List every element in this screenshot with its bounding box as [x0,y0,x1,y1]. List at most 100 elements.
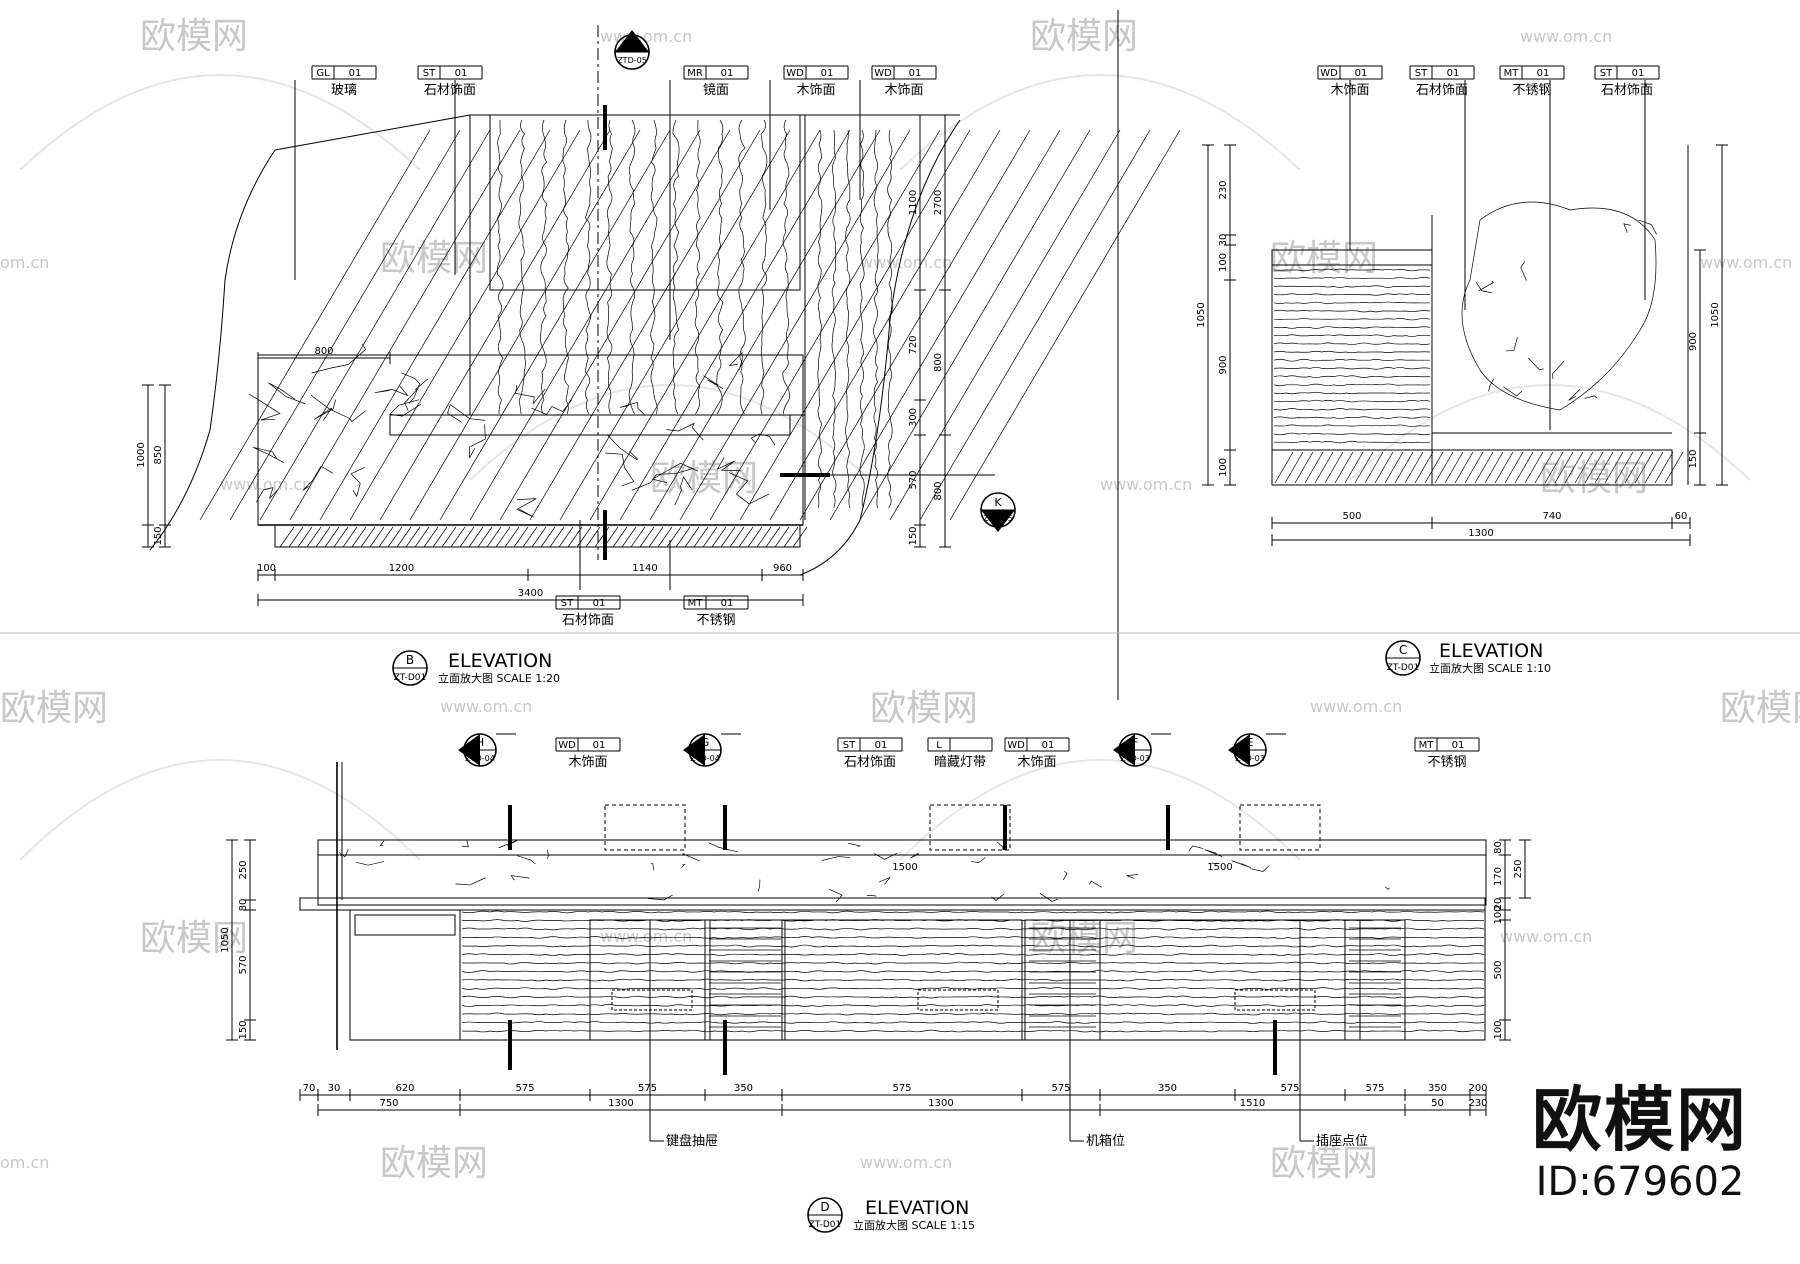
section-marker-k: K ZTD-05 [981,493,1015,532]
marble-vein [380,841,384,846]
wood-grain-line [1274,335,1430,337]
callout-text: 机箱位 [1086,1133,1125,1149]
marble-vein [682,864,685,867]
stone-vein [1506,337,1517,351]
watermark-logo: 欧模网 [0,688,108,729]
wood-cabinet [1272,250,1432,450]
dim-bottom-label: 575 [1280,1083,1299,1094]
tag-label: 石材饰面 [562,613,614,628]
section-marker-letter: E [1247,736,1254,749]
inner-dim-label: 1500 [1207,862,1232,873]
plinth-hatch-line [1485,452,1503,483]
dim-bottom-label: 70 [303,1083,316,1094]
dim-bottom-label: 1140 [632,563,657,574]
dim-right-outer-label: 1050 [1710,302,1721,327]
dim-bottom-label: 620 [395,1083,414,1094]
section-marker-letter: H [476,736,484,749]
dim-bottom-total-label: 1510 [1240,1098,1265,1109]
stone-vein [1553,361,1564,379]
tag-number: 01 [455,68,468,79]
dim-bottom-total-label: 230 [1468,1098,1487,1109]
tag-code: ST [843,740,856,751]
plinth-hatch-line [496,527,510,547]
marble-vein [992,894,1004,900]
section-marker-sheet: ZTD-05 [617,56,647,65]
plinth-hatch-line [712,527,726,547]
plinth-hatch-line [1475,452,1493,483]
tag-code: GL [316,68,330,79]
plinth-hatch-line [1405,452,1423,483]
hatch-line [410,130,640,520]
tag-number: 01 [721,68,734,79]
marble-vein [822,857,850,861]
wood-grain-pattern [497,120,892,508]
dim-left-outer-label: 1050 [1196,302,1207,327]
plinth-hatch-line [1435,452,1453,483]
tag-number: 01 [821,68,834,79]
dim-right-inner-label: 150 [908,526,919,545]
wood-grain-line [462,962,1484,964]
plinth-hatch-line [1295,452,1313,483]
tag-code: WD [1320,68,1338,79]
wood-cabinet-inner [1272,265,1432,450]
watermark-logo: 欧模网 [1030,16,1138,57]
stone-texture-outline [1462,202,1656,410]
view-subtitle: 立面放大图 SCALE 1:20 [438,671,560,685]
section-marker-letter: J [629,38,633,51]
dim-bottom-label: 100 [257,563,276,574]
hatch-line [860,130,1090,520]
watermark-url: www.om.cn [860,253,952,272]
dim-total-label: 1300 [1468,528,1493,539]
watermark-logo: 欧模网 [870,688,978,729]
dim-bottom-label: 350 [734,1083,753,1094]
dim-bottom-label: 350 [1428,1083,1447,1094]
dim-bottom-label: 350 [1158,1083,1177,1094]
dim-left-inner-label: 100 [1218,253,1229,272]
stone-vein [1624,224,1631,233]
plinth-hatch-line [1655,452,1673,483]
tag-number: 01 [875,740,888,751]
dim-right-outer-label: 250 [1513,859,1524,878]
tag-code: WD [1007,740,1025,751]
marble-vein [405,379,428,411]
plinth-hatch-line [559,527,573,547]
wood-grain-line [540,120,546,414]
watermark-url: www.om.cn [1500,927,1592,946]
dim-left-inner-label: 30 [1218,234,1229,247]
tag-label: 玻璃 [331,83,357,98]
plinth-hatch-line [622,527,636,547]
plinth-hatch-line [343,527,357,547]
tag-label: 石材饰面 [844,755,896,770]
wood-grain-line [1274,425,1430,427]
plinth-hatch-line [730,527,744,547]
watermark-url: om.cn [0,1153,49,1172]
dim-right-inner-label: 300 [908,408,919,427]
wood-grain-line [629,120,635,414]
marble-vein [268,383,305,404]
plinth-hatch-line [352,527,366,547]
wood-grain-line [1274,351,1430,352]
watermark-url: www.om.cn [1310,697,1402,716]
dim-left-outer-label: 1050 [220,927,231,952]
watermark-url: www.om.cn [220,475,312,494]
plinth-hatch-line [1355,452,1373,483]
wood-grain-line [462,911,1484,913]
plinth-hatch-line [775,527,789,547]
plinth-hatch-line [388,527,402,547]
plinth-hatch-line [1465,452,1483,483]
view-title: ELEVATION [1439,640,1543,662]
wood-grain-line [761,120,767,414]
marble-vein [874,853,897,859]
marble-vein [648,895,673,900]
wood-grain-line [1274,343,1430,345]
wood-grain-line [1274,327,1430,329]
plinth-hatch-line [676,527,690,547]
